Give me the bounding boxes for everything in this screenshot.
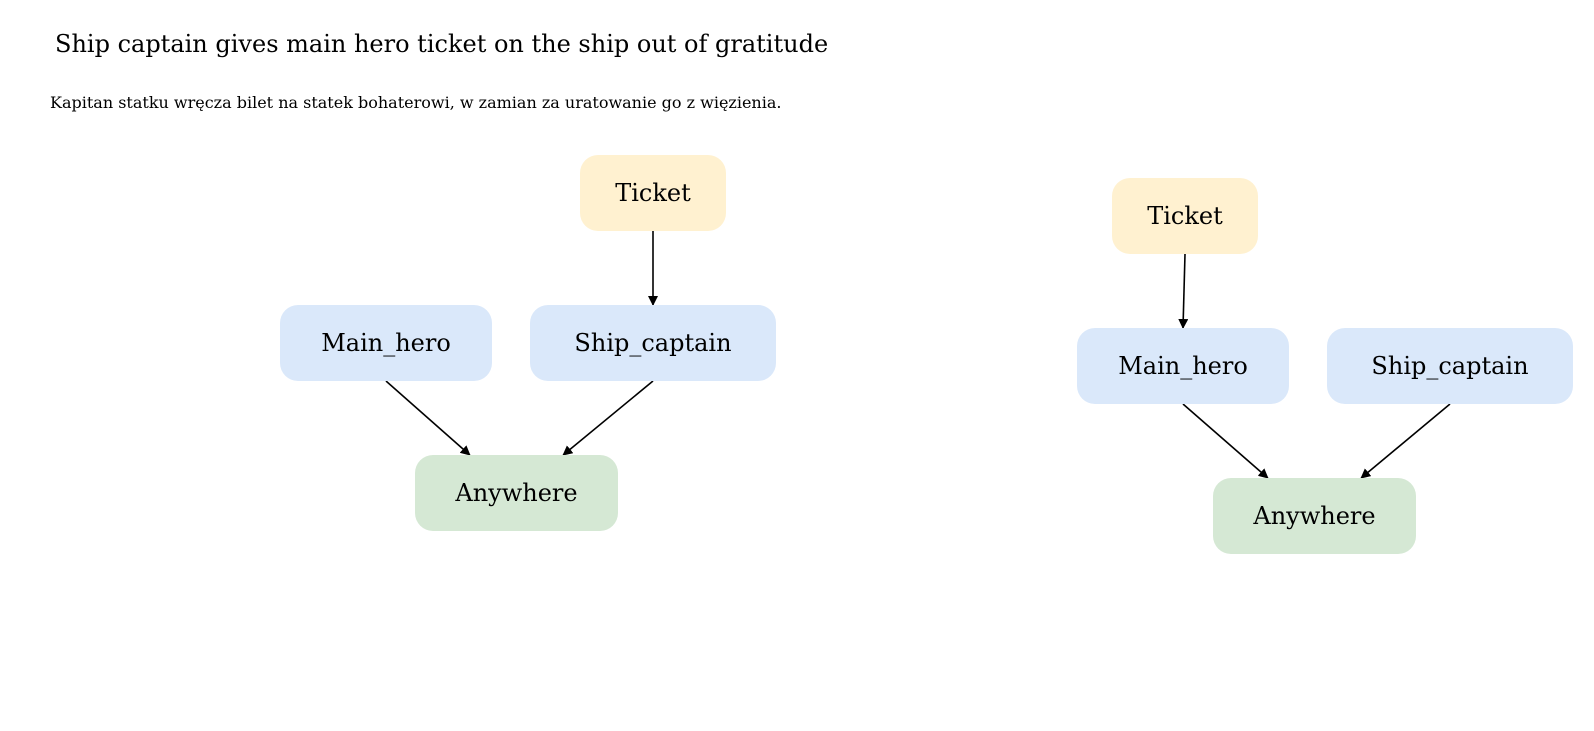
node-label: Ship_captain bbox=[1371, 352, 1528, 380]
node-ticket: Ticket bbox=[1112, 178, 1258, 254]
node-main-hero: Main_hero bbox=[1077, 328, 1289, 404]
edge-main_hero-to-anywhere bbox=[385, 380, 471, 456]
edge-ship_captain-to-anywhere bbox=[562, 380, 654, 456]
node-box bbox=[580, 155, 726, 231]
diagram-subtitle: Kapitan statku wręcza bilet na statek bo… bbox=[50, 93, 782, 112]
node-box bbox=[415, 455, 618, 531]
node-label: Ship_captain bbox=[574, 329, 731, 357]
node-ticket: Ticket bbox=[580, 155, 726, 231]
edge-main_hero-to-anywhere bbox=[1182, 403, 1269, 479]
diagram-title: Ship captain gives main hero ticket on t… bbox=[55, 30, 829, 58]
node-box bbox=[1327, 328, 1573, 404]
node-ship-captain: Ship_captain bbox=[1327, 328, 1573, 404]
edge-ticket-to-main_hero bbox=[1178, 253, 1189, 329]
node-label: Main_hero bbox=[321, 329, 451, 357]
node-box bbox=[1112, 178, 1258, 254]
node-anywhere: Anywhere bbox=[1213, 478, 1416, 554]
node-ship-captain: Ship_captain bbox=[530, 305, 776, 381]
node-label: Ticket bbox=[615, 179, 691, 207]
node-label: Ticket bbox=[1147, 202, 1223, 230]
node-label: Main_hero bbox=[1118, 352, 1248, 380]
node-label: Anywhere bbox=[1252, 502, 1375, 530]
node-box bbox=[1077, 328, 1289, 404]
node-box bbox=[280, 305, 492, 381]
node-label: Anywhere bbox=[454, 479, 577, 507]
node-box bbox=[1213, 478, 1416, 554]
node-main-hero: Main_hero bbox=[280, 305, 492, 381]
edge-ship_captain-to-anywhere bbox=[1360, 403, 1451, 479]
node-anywhere: Anywhere bbox=[415, 455, 618, 531]
node-box bbox=[530, 305, 776, 381]
